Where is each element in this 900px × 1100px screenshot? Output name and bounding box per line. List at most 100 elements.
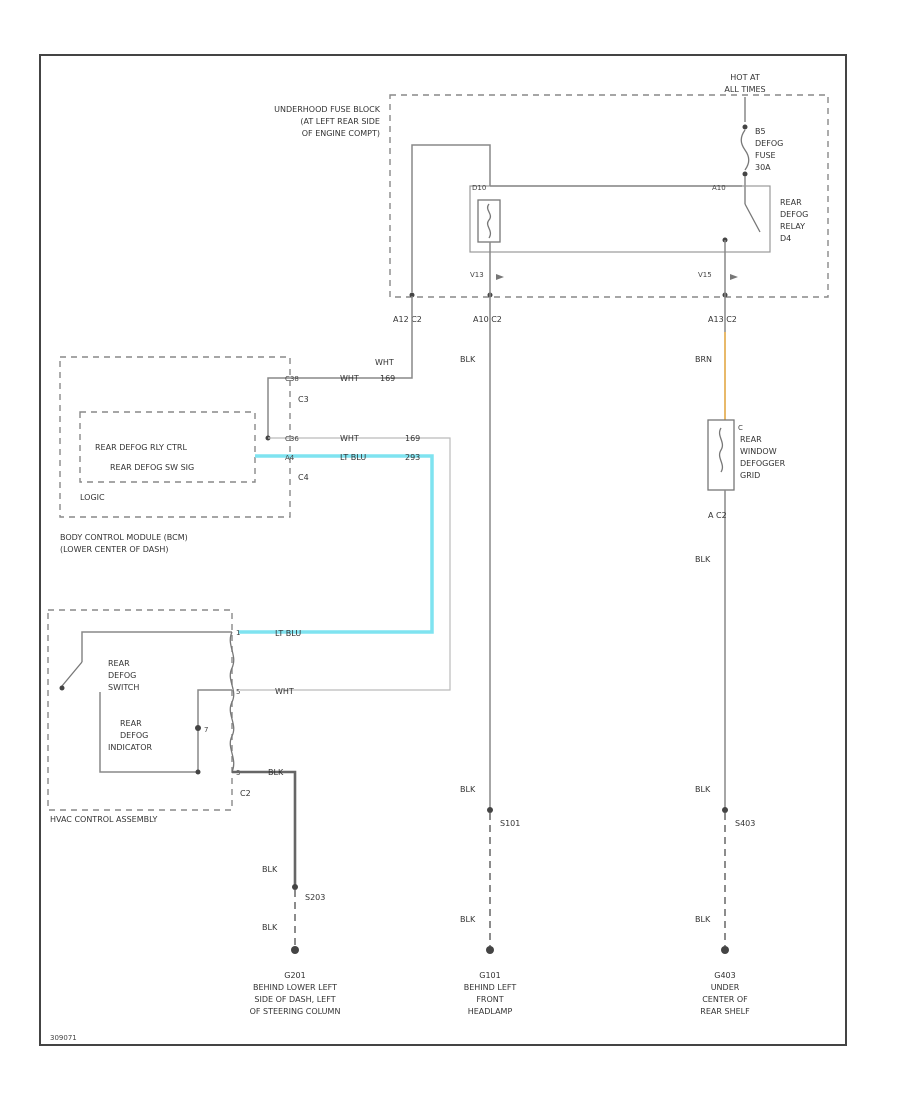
hvac-pin-3: 7 (204, 726, 208, 734)
splice-left-node (292, 884, 298, 890)
diagram-frame (39, 54, 847, 1046)
hvac-switch-node (59, 685, 65, 691)
ground-left-label-4: OF STEERING COLUMN (250, 1007, 341, 1016)
bcm-inner-box (79, 411, 256, 483)
fuse-label-4: 30A (755, 163, 771, 172)
bcm-feed-wire (411, 144, 491, 292)
fuse-label-2: DEFOG (755, 139, 783, 148)
hvac-indicator-node (195, 725, 201, 731)
wire-num-2: 169 (405, 434, 420, 443)
hvac-ground-node (195, 769, 201, 775)
bcm-pin-2: C36 (285, 435, 299, 443)
diagram-id-label: 309071 (50, 1034, 77, 1042)
hot-at-label-2: ALL TIMES (724, 85, 765, 94)
lt-blu-wire (238, 454, 434, 634)
wire-label-wht-1: WHT (340, 374, 359, 383)
grid-label-2: WINDOW (740, 447, 777, 456)
splice-right-label: S403 (735, 819, 755, 828)
relay-coil (477, 199, 501, 243)
hvac-switch-label-1: REAR (108, 659, 130, 668)
hvac-box (47, 609, 233, 811)
connector-c2-left: A12 C2 (393, 315, 422, 324)
wire-label-blk-hvac: BLK (268, 768, 284, 777)
grid-label-1: REAR (740, 435, 762, 444)
ground-right-label-3: CENTER OF (702, 995, 748, 1004)
connector-c2-grid: A C2 (708, 511, 727, 520)
ground-mid-label-3: FRONT (476, 995, 503, 1004)
hot-at-label-1: HOT AT (730, 73, 760, 82)
hvac-indicator-label-1: REAR (120, 719, 142, 728)
wire-label-wht-3: WHT (275, 687, 294, 696)
grid-label-4: GRID (740, 471, 760, 480)
wire-num-1: 169 (380, 374, 395, 383)
connector-c2-left-node (409, 292, 415, 298)
fuse-node-top (742, 124, 748, 130)
splice-mid-node (487, 807, 493, 813)
bcm-box (59, 356, 291, 518)
splice-mid-label: S101 (500, 819, 520, 828)
relay-label-4: D4 (780, 234, 791, 243)
wire-label-blk-mid-3: BLK (460, 915, 476, 924)
wire-label-blk-right-2: BLK (695, 785, 711, 794)
wire-label-brn: BRN (695, 355, 712, 364)
bcm-pin-3: A4 (285, 454, 295, 462)
ground-mid-label-1: G101 (479, 971, 500, 980)
fuse-block-label-2: (AT LEFT REAR SIDE (300, 117, 380, 126)
splice-right-node (722, 807, 728, 813)
connector-c2-hvac: C2 (240, 789, 251, 798)
hvac-switch-feed-wire (81, 631, 232, 662)
fuse-label-3: FUSE (755, 151, 776, 160)
wire-label-blk-left-1: BLK (262, 865, 278, 874)
grid-box (707, 419, 735, 491)
fuse-label-1: B5 (755, 127, 766, 136)
pin-mid-arrow (496, 274, 504, 280)
ground-left-label-1: G201 (284, 971, 305, 980)
fuse-element (740, 129, 750, 171)
bcm-c4-wht-wire (240, 437, 451, 691)
bcm-pin-1: C38 (285, 375, 299, 383)
grid-label-3: DEFOGGER (740, 459, 786, 468)
relay-coil-winding (486, 203, 492, 239)
bcm-inner-label-1: REAR DEFOG RLY CTRL (95, 443, 187, 452)
ground-mid-label-4: HEADLAMP (468, 1007, 513, 1016)
connector-c2-mid: A10 C2 (473, 315, 502, 324)
wire-label-lt-blu-2: LT BLU (275, 629, 301, 638)
fuse-node-bottom (742, 171, 748, 177)
connector-c3: C3 (298, 395, 309, 404)
wire-label-blk-right-3: BLK (695, 915, 711, 924)
hvac-pin-1: 1 (236, 629, 240, 637)
connector-c4: C4 (298, 473, 309, 482)
bcm-module-label-2: (LOWER CENTER OF DASH) (60, 545, 168, 554)
hvac-connector-squiggle (229, 631, 235, 773)
pin-right-arrow (730, 274, 738, 280)
ground-right-label-2: UNDER (711, 983, 740, 992)
hvac-pin-2: 5 (236, 688, 240, 696)
bcm-c3-wire (267, 296, 413, 438)
fuse-block-label-1: UNDERHOOD FUSE BLOCK (274, 105, 381, 114)
ground-mid-icon (486, 946, 494, 954)
hvac-switch-label-3: SWITCH (108, 683, 139, 692)
hvac-indicator-label-3: INDICATOR (108, 743, 152, 752)
wire-label-blk-left-2: BLK (262, 923, 278, 932)
wire-label-blk-mid-2: BLK (460, 785, 476, 794)
ground-right-label-4: REAR SHELF (700, 1007, 750, 1016)
wire-label-wht-top: WHT (375, 358, 394, 367)
relay-label-2: DEFOG (780, 210, 808, 219)
pin-mid: V13 (470, 271, 484, 279)
hvac-assembly-label: HVAC CONTROL ASSEMBLY (50, 815, 158, 824)
wire-label-lt-blu-1: LT BLU (340, 453, 366, 462)
ground-left-icon (291, 946, 299, 954)
bcm-logic-label: LOGIC (80, 493, 105, 502)
grid-element (718, 427, 724, 473)
relay-pin-right: A10 (712, 184, 726, 192)
relay-contact-arm (744, 203, 761, 233)
ground-left-label-3: SIDE OF DASH, LEFT (254, 995, 335, 1004)
pin-right: V15 (698, 271, 712, 279)
ground-mid-label-2: BEHIND LEFT (464, 983, 517, 992)
fuse-block-label-3: OF ENGINE COMPT) (302, 129, 380, 138)
hvac-indicator-label-2: DEFOG (120, 731, 148, 740)
fuse-block-box (389, 94, 829, 298)
wire-label-blk-right-1: BLK (695, 555, 711, 564)
hvac-ground-wire (232, 770, 297, 885)
